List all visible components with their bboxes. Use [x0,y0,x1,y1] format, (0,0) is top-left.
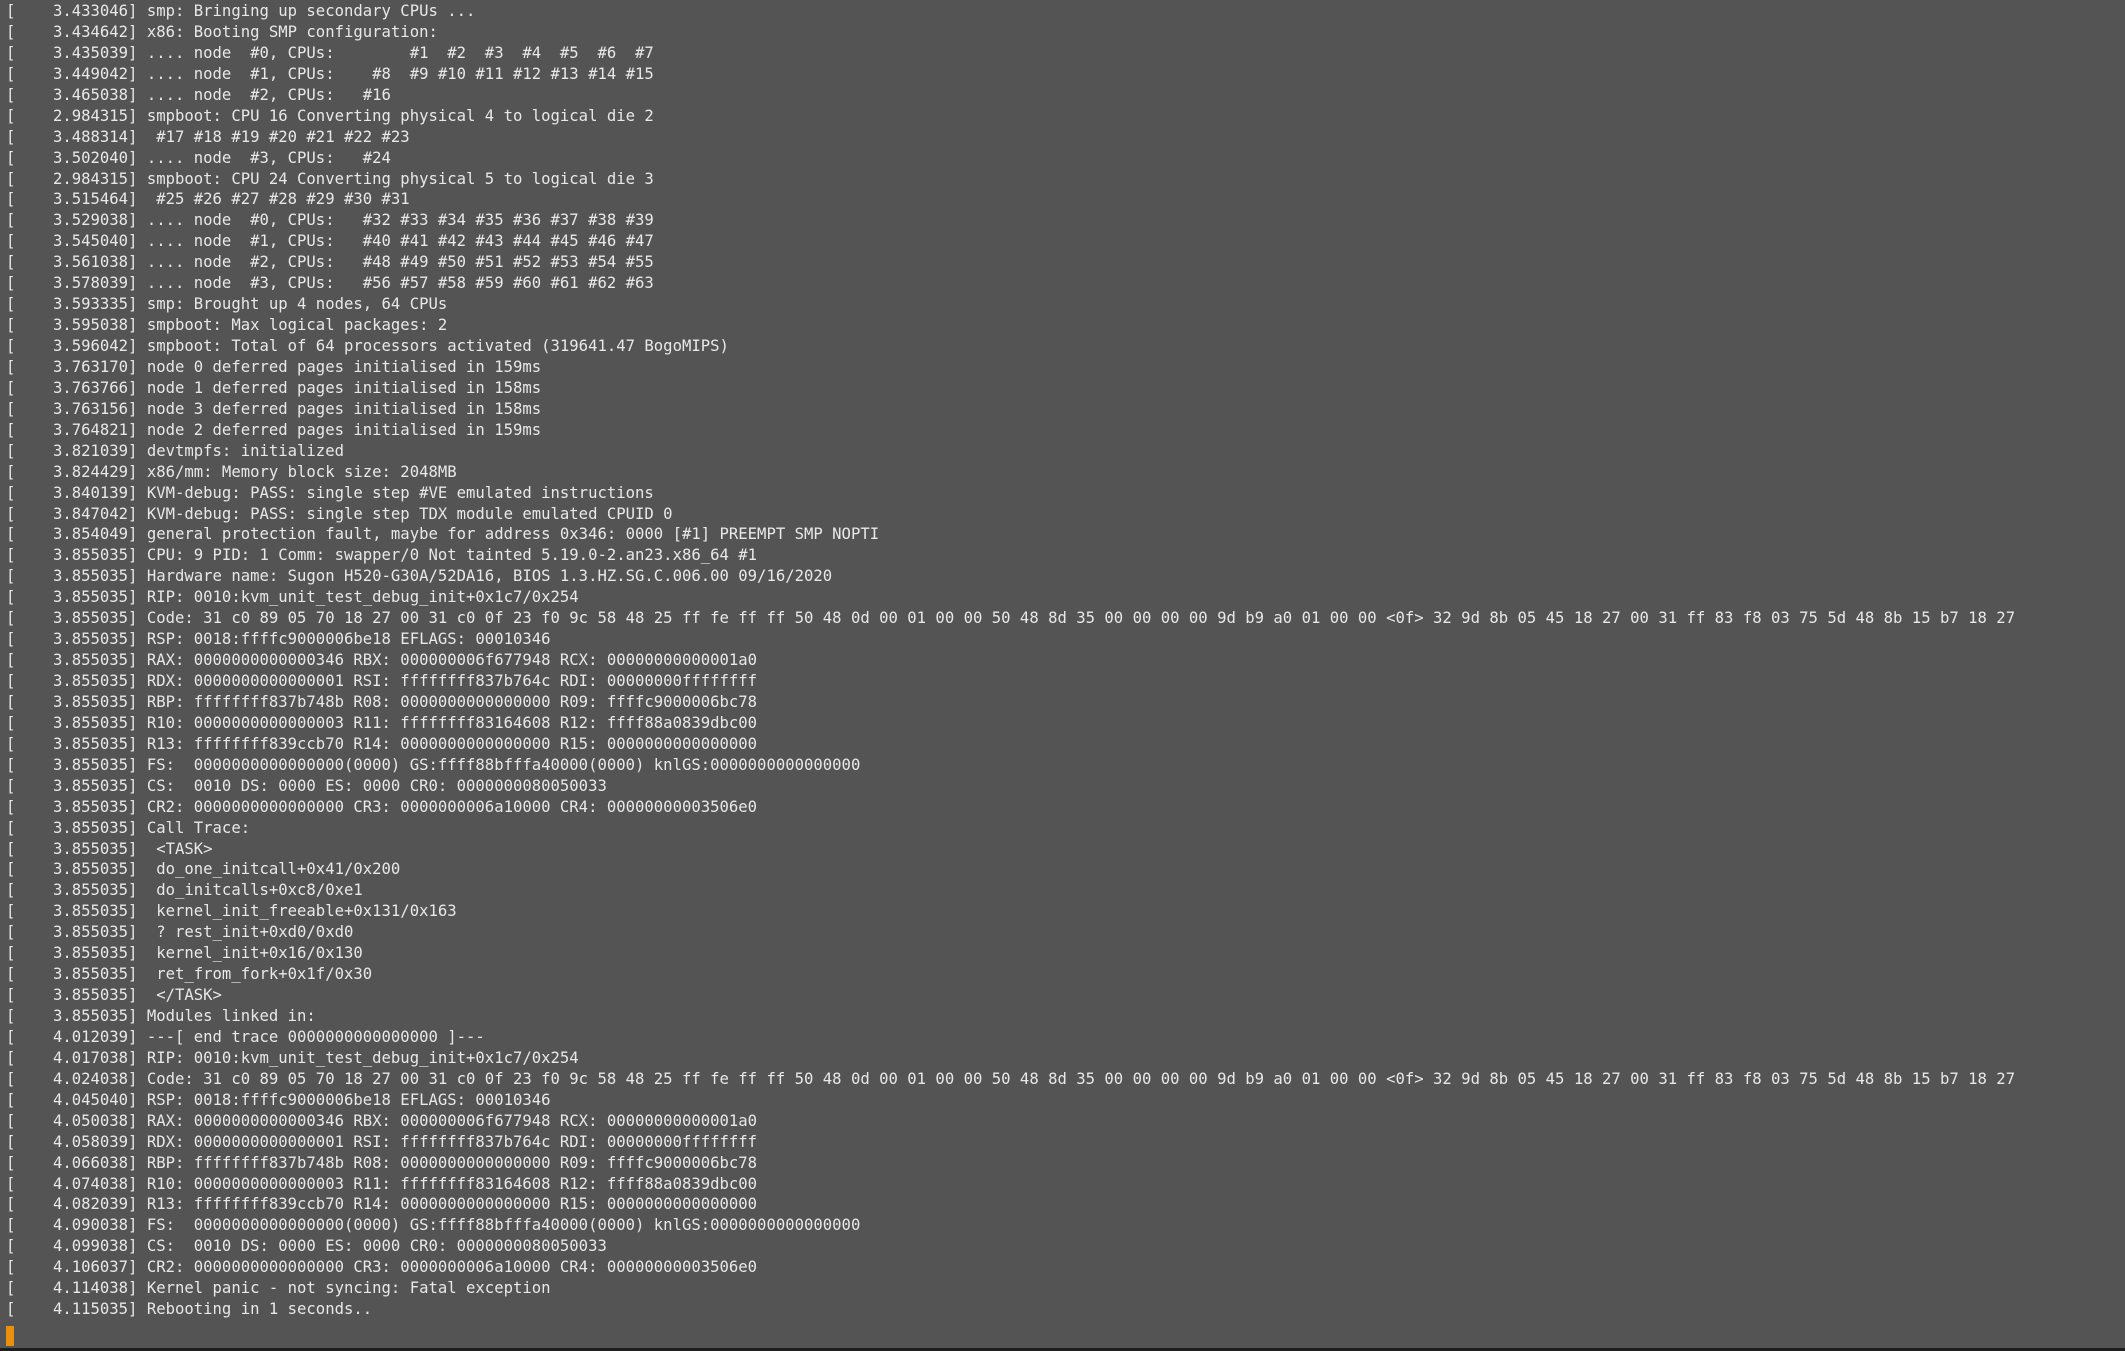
terminal-line: [ 3.855035] kernel_init_freeable+0x131/0… [6,902,457,921]
terminal-line: [ 4.058039] RDX: 0000000000000001 RSI: f… [6,1132,758,1151]
terminal-line: [ 3.855035] ? rest_init+0xd0/0xd0 [6,923,354,942]
terminal-line: [ 3.855035] FS: 0000000000000000(0000) G… [6,755,861,774]
terminal-cursor [6,1326,14,1346]
terminal-line: [ 3.855035] RBP: ffffffff837b748b R08: 0… [6,692,758,711]
terminal-line: [ 3.502040] .... node #3, CPUs: #24 [6,148,391,167]
terminal-line: [ 4.050038] RAX: 0000000000000346 RBX: 0… [6,1111,758,1130]
terminal-line: [ 4.066038] RBP: ffffffff837b748b R08: 0… [6,1153,758,1172]
terminal-line: [ 3.855035] CR2: 0000000000000000 CR3: 0… [6,797,758,816]
terminal-line: [ 3.855035] ret_from_fork+0x1f/0x30 [6,965,373,984]
terminal-line: [ 3.855035] CPU: 9 PID: 1 Comm: swapper/… [6,546,758,565]
terminal-line: [ 3.855035] Modules linked in: [6,1007,316,1025]
terminal-line: [ 3.578039] .... node #3, CPUs: #56 #57 … [6,274,654,293]
terminal-line: [ 4.082039] R13: ffffffff839ccb70 R14: 0… [6,1195,758,1214]
terminal-line: [ 3.821039] devtmpfs: initialized [6,441,344,460]
terminal-line: [ 3.855035] do_one_initcall+0x41/0x200 [6,860,401,879]
terminal-line: [ 2.984315] smpboot: CPU 24 Converting p… [6,169,654,188]
terminal-line: [ 3.855035] Hardware name: Sugon H520-G3… [6,567,833,586]
terminal-line: [ 4.012039] ---[ end trace 0000000000000… [6,1027,485,1046]
terminal-line: [ 2.984315] smpboot: CPU 16 Converting p… [6,106,654,125]
terminal-line: [ 3.855035] kernel_init+0x16/0x130 [6,944,363,963]
terminal-line: [ 3.763766] node 1 deferred pages initia… [6,378,542,397]
terminal-line: [ 4.017038] RIP: 0010:kvm_unit_test_debu… [6,1048,579,1067]
terminal-line: [ 3.593335] smp: Brought up 4 nodes, 64 … [6,295,448,314]
terminal-line: [ 3.515464] #25 #26 #27 #28 #29 #30 #31 [6,190,410,209]
terminal-line: [ 3.847042] KVM-debug: PASS: single step… [6,504,673,523]
terminal-line: [ 3.855035] do_initcalls+0xc8/0xe1 [6,881,363,900]
terminal-line: [ 3.855035] RAX: 0000000000000346 RBX: 0… [6,651,758,670]
terminal-line: [ 4.090038] FS: 0000000000000000(0000) G… [6,1216,861,1235]
terminal-line: [ 3.435039] .... node #0, CPUs: #1 #2 #3… [6,43,654,62]
terminal-line: [ 3.488314] #17 #18 #19 #20 #21 #22 #23 [6,127,410,146]
terminal-line: [ 3.854049] general protection fault, ma… [6,525,880,544]
terminal-line: [ 3.434642] x86: Booting SMP configurati… [6,22,438,41]
window-bottom-border [0,1348,2125,1351]
terminal-line: [ 3.763170] node 0 deferred pages initia… [6,357,542,376]
terminal-line: [ 3.855035] R13: ffffffff839ccb70 R14: 0… [6,734,758,753]
terminal-line: [ 3.595038] smpboot: Max logical package… [6,316,448,335]
terminal-line: [ 3.465038] .... node #2, CPUs: #16 [6,85,391,104]
terminal-line: [ 3.855035] R10: 0000000000000003 R11: f… [6,713,758,732]
terminal-line: [ 4.045040] RSP: 0018:ffffc9000006be18 E… [6,1090,551,1109]
terminal-line: [ 3.855035] </TASK> [6,986,222,1005]
terminal-line: [ 3.855035] <TASK> [6,839,213,858]
terminal-line: [ 3.529038] .... node #0, CPUs: #32 #33 … [6,211,654,230]
terminal-line: [ 4.106037] CR2: 0000000000000000 CR3: 0… [6,1258,758,1277]
terminal-line: [ 3.763156] node 3 deferred pages initia… [6,399,542,418]
terminal-line: [ 3.855035] RIP: 0010:kvm_unit_test_debu… [6,588,579,607]
terminal-line: [ 3.855035] RDX: 0000000000000001 RSI: f… [6,672,758,690]
terminal-line: [ 3.855035] Code: 31 c0 89 05 70 18 27 0… [6,609,2016,628]
terminal-output: [ 3.433046] smp: Bringing up secondary C… [6,1,2125,1320]
terminal-line: [ 3.545040] .... node #1, CPUs: #40 #41 … [6,232,654,251]
terminal-line: [ 4.074038] R10: 0000000000000003 R11: f… [6,1174,758,1193]
terminal-line: [ 3.824429] x86/mm: Memory block size: 2… [6,462,457,481]
terminal-line: [ 3.855035] Call Trace: [6,818,251,837]
terminal-line: [ 3.855035] CS: 0010 DS: 0000 ES: 0000 C… [6,776,607,795]
terminal-line: [ 4.115035] Rebooting in 1 seconds.. [6,1300,373,1319]
terminal-line: [ 3.433046] smp: Bringing up secondary C… [6,2,476,20]
terminal-line: [ 3.855035] RSP: 0018:ffffc9000006be18 E… [6,630,551,649]
terminal-line: [ 4.024038] Code: 31 c0 89 05 70 18 27 0… [6,1069,2016,1088]
terminal-line: [ 3.561038] .... node #2, CPUs: #48 #49 … [6,253,654,272]
terminal-line: [ 4.114038] Kernel panic - not syncing: … [6,1279,551,1298]
terminal-line: [ 3.449042] .... node #1, CPUs: #8 #9 #1… [6,64,654,83]
terminal-line: [ 3.596042] smpboot: Total of 64 process… [6,337,729,355]
terminal-line: [ 3.840139] KVM-debug: PASS: single step… [6,483,654,502]
terminal-line: [ 3.764821] node 2 deferred pages initia… [6,420,542,439]
terminal-line: [ 4.099038] CS: 0010 DS: 0000 ES: 0000 C… [6,1237,607,1256]
